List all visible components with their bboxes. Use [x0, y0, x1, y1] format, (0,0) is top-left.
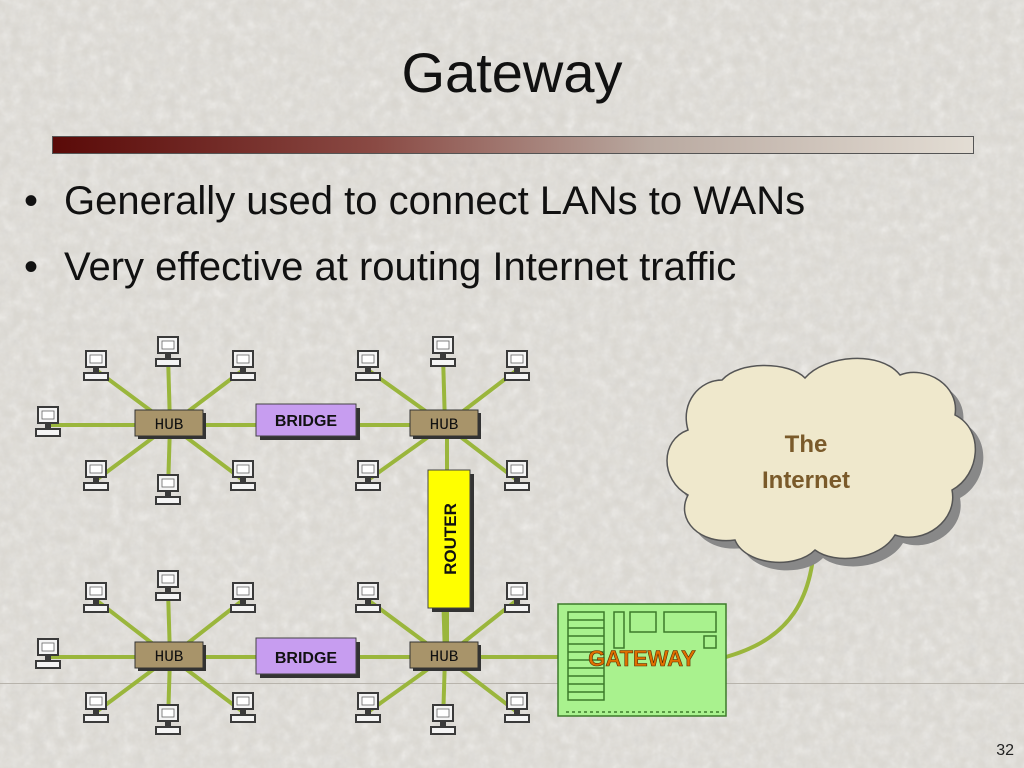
footer-divider — [0, 683, 1024, 684]
computer-icon — [354, 459, 382, 492]
computer-icon — [503, 581, 531, 614]
bullet-text: Generally used to connect LANs to WANs — [64, 179, 806, 223]
hub-label: HUB — [430, 648, 459, 666]
computer-icon — [354, 691, 382, 724]
router: ROUTER — [427, 469, 474, 612]
computer-icon — [503, 459, 531, 492]
computer-icon — [82, 691, 110, 724]
hub-bottom-right: HUB — [409, 641, 481, 671]
computer-icon — [354, 581, 382, 614]
computer-icon — [154, 703, 182, 736]
computer-icon — [154, 569, 182, 602]
gateway-board: GATEWAY — [557, 603, 727, 717]
bridge-label: BRIDGE — [275, 650, 338, 667]
network-diagram: HUB HUB HUB HUB BRIDGE BRIDGE ROUTER — [34, 335, 984, 736]
cloud-text-line2: Internet — [762, 467, 850, 494]
computer-icon — [229, 459, 257, 492]
hub-bottom-left: HUB — [134, 641, 206, 671]
gateway-label: GATEWAY — [588, 646, 696, 671]
computer-icon — [503, 349, 531, 382]
computer-icon — [429, 335, 457, 368]
hub-top-right: HUB — [409, 409, 481, 439]
bullet-item: • Very effective at routing Internet traf… — [24, 234, 805, 300]
bridge-bottom: BRIDGE — [255, 637, 360, 678]
computer-icon — [229, 581, 257, 614]
router-label: ROUTER — [441, 503, 460, 575]
computer-icon — [34, 637, 62, 670]
bridge-top: BRIDGE — [255, 403, 360, 440]
computer-icon — [82, 349, 110, 382]
computer-icon — [154, 473, 182, 506]
bullet-dot: • — [24, 179, 39, 223]
hub-top-left: HUB — [134, 409, 206, 439]
bridge-label: BRIDGE — [275, 413, 338, 430]
computer-icon — [34, 405, 62, 438]
hub-label: HUB — [430, 416, 459, 434]
computer-icon — [229, 349, 257, 382]
title-underline-bar — [52, 136, 974, 154]
bullet-item: • Generally used to connect LANs to WANs — [24, 168, 805, 234]
slide-title: Gateway — [401, 41, 623, 104]
bullet-text: Very effective at routing Internet traff… — [64, 245, 737, 289]
computer-icon — [429, 703, 457, 736]
computer-icon — [154, 335, 182, 368]
internet-cloud: The Internet — [666, 357, 984, 571]
bullet-list: •Generally used to connect LANs to WANs … — [24, 168, 805, 300]
cloud-text-line1: The — [785, 431, 828, 458]
hub-label: HUB — [155, 648, 184, 666]
hub-label: HUB — [155, 416, 184, 434]
computer-icon — [354, 349, 382, 382]
page-number: 32 — [996, 742, 1014, 759]
bullet-dot: • — [24, 245, 39, 289]
computer-icon — [82, 581, 110, 614]
computer-icon — [82, 459, 110, 492]
computer-icon — [503, 691, 531, 724]
computer-icon — [229, 691, 257, 724]
